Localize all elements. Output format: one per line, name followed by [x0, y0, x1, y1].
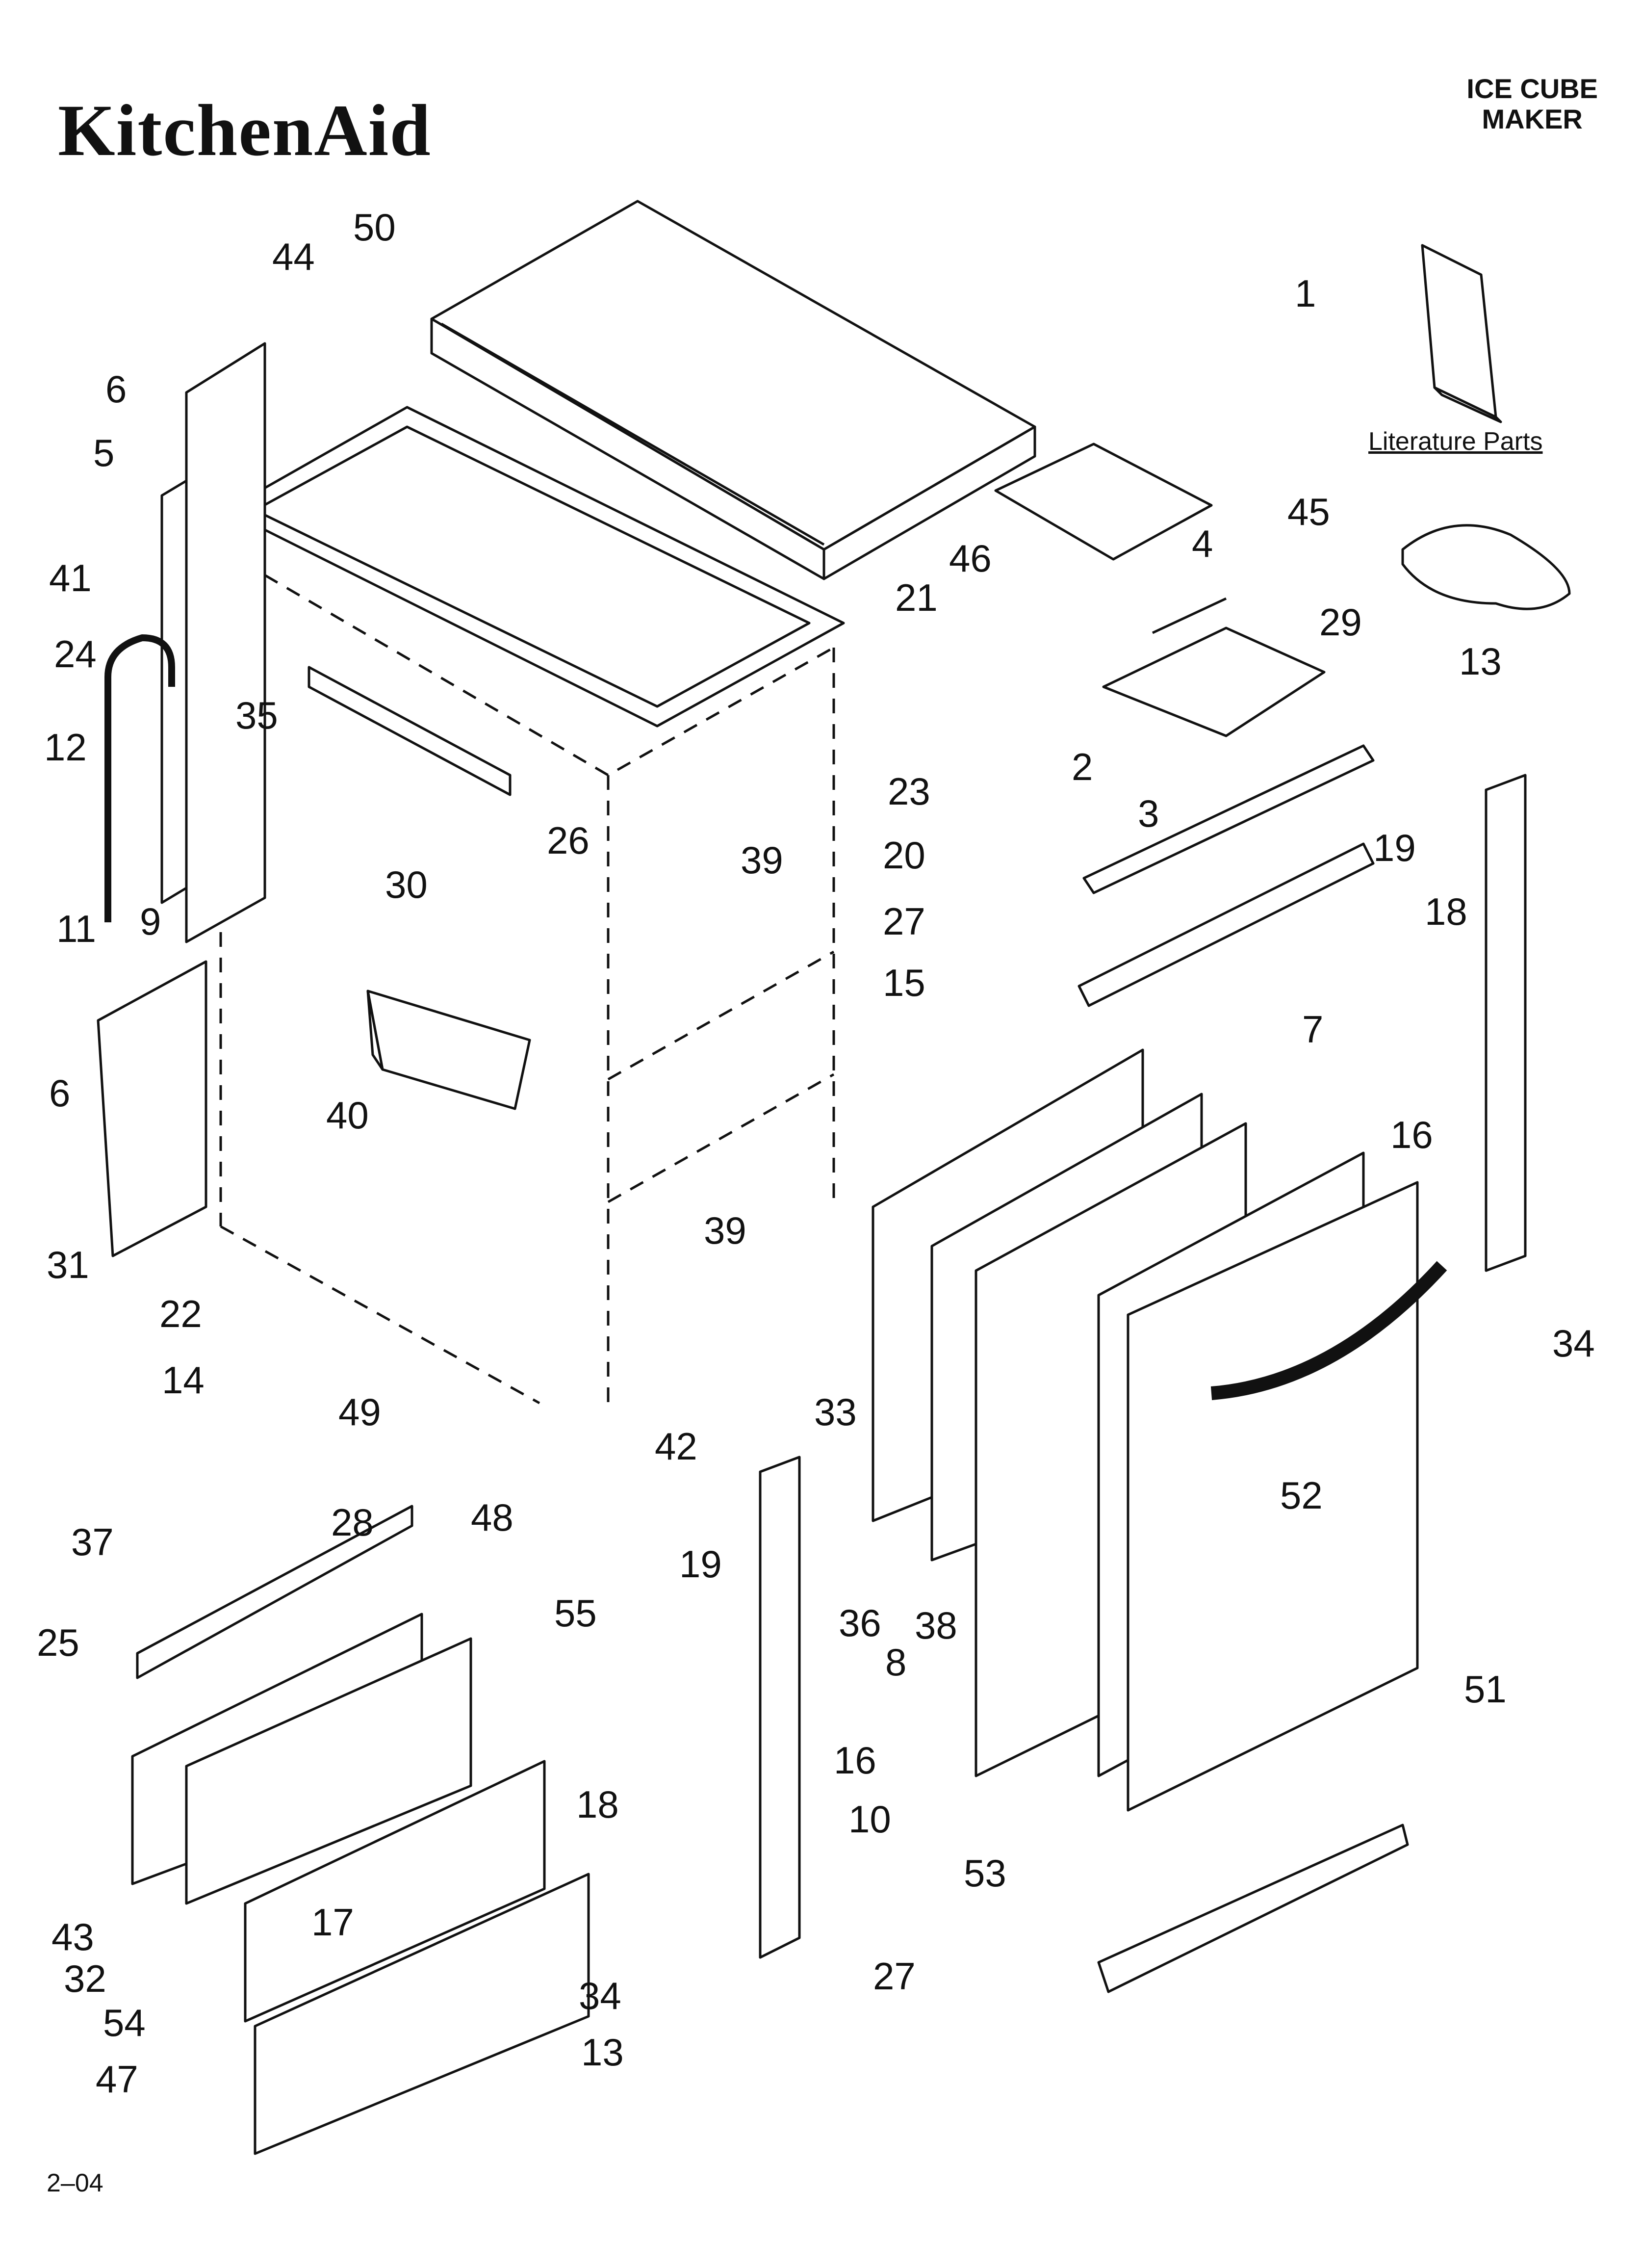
brand-logo: KitchenAid — [58, 90, 432, 171]
page-code: 2–04 — [47, 2169, 103, 2197]
top-frame — [224, 406, 845, 728]
literature-parts-label: Literature Parts — [1368, 427, 1543, 456]
callout-label: 21 — [895, 576, 938, 619]
callout-label: 23 — [888, 770, 930, 813]
callout-label: 27 — [873, 1955, 916, 1998]
rail-strip-part — [308, 666, 512, 796]
callout-label: 13 — [581, 2031, 624, 2074]
door-assembly — [872, 1048, 1447, 1812]
callout-label: 51 — [1464, 1668, 1507, 1711]
callout-label: 22 — [159, 1292, 202, 1335]
callout-label: 49 — [338, 1390, 381, 1434]
toe-kick-assembly — [131, 1505, 590, 2155]
callout-label: 45 — [1287, 490, 1330, 533]
callout-label: 8 — [885, 1641, 906, 1684]
page-title-line-2: MAKER — [1482, 104, 1583, 134]
callout-label: 50 — [353, 206, 396, 249]
callout-label: 35 — [235, 694, 278, 737]
callout-label: 44 — [272, 235, 315, 278]
callout-label: 34 — [1552, 1322, 1595, 1365]
callout-label: 31 — [47, 1243, 89, 1286]
right-trim-part — [1485, 774, 1527, 1272]
callout-label: 25 — [37, 1621, 79, 1664]
page-title: ICE CUBE MAKER — [1466, 74, 1598, 134]
callout-label: 2 — [1072, 745, 1093, 788]
callout-label: 37 — [71, 1520, 114, 1564]
top-cover-part — [430, 200, 1036, 580]
callout-label: 48 — [471, 1496, 513, 1539]
callout-label: 36 — [839, 1601, 881, 1644]
callout-label: 26 — [547, 819, 590, 862]
callout-labels: 50 44 6 5 41 24 12 11 9 35 30 26 39 46 2… — [37, 206, 1595, 2101]
callout-label: 16 — [1390, 1113, 1433, 1156]
callout-label: 39 — [741, 838, 783, 882]
left-side-panel — [160, 342, 266, 943]
callout-label: 5 — [93, 431, 114, 474]
callout-label: 16 — [834, 1739, 876, 1782]
callout-label: 38 — [915, 1604, 957, 1647]
bottom-rail-part — [1097, 1824, 1409, 1993]
callout-label: 27 — [883, 900, 925, 943]
callout-label: 28 — [331, 1501, 374, 1544]
drain-tube-part — [104, 634, 175, 922]
literature-booklet-part — [1421, 244, 1502, 423]
callout-label: 24 — [54, 632, 97, 676]
callout-label: 43 — [51, 1915, 94, 1958]
callout-label: 15 — [883, 961, 925, 1004]
callout-label: 13 — [1459, 640, 1502, 683]
evaporator-bracket-part — [1102, 597, 1326, 737]
callout-label: 40 — [326, 1094, 369, 1137]
callout-label: 39 — [704, 1209, 746, 1252]
callout-label: 11 — [56, 907, 96, 950]
callout-label: 19 — [1373, 826, 1416, 869]
callout-label: 6 — [49, 1071, 70, 1115]
front-trim-part — [759, 1456, 801, 1959]
callout-label: 33 — [814, 1390, 857, 1434]
callout-label: 41 — [49, 556, 92, 600]
callout-label: 4 — [1192, 522, 1213, 565]
callout-label: 42 — [655, 1425, 697, 1468]
insulation-sheet-part — [994, 443, 1213, 561]
callout-label: 10 — [848, 1798, 891, 1841]
callout-label: 18 — [1425, 890, 1467, 933]
tray-part — [366, 990, 531, 1110]
callout-label: 54 — [103, 2001, 146, 2044]
callout-label: 46 — [949, 537, 992, 580]
door-handle-part — [1210, 1261, 1447, 1400]
callout-label: 52 — [1280, 1474, 1323, 1517]
callout-label: 7 — [1302, 1008, 1323, 1051]
callout-label: 6 — [105, 367, 127, 411]
callout-label: 12 — [44, 726, 87, 769]
back-panel-part — [97, 960, 207, 1257]
callout-label: 53 — [964, 1851, 1006, 1895]
page-title-line-1: ICE CUBE — [1466, 73, 1598, 104]
callout-label: 34 — [579, 1974, 621, 2017]
hinge-strip-part — [1078, 744, 1375, 1007]
callout-label: 17 — [311, 1901, 354, 1944]
callout-label: 47 — [96, 2058, 138, 2101]
callout-label: 29 — [1319, 600, 1362, 644]
callout-label: 32 — [64, 1957, 106, 2000]
callout-label: 14 — [162, 1358, 205, 1402]
callout-label: 55 — [554, 1591, 597, 1635]
callout-label: 9 — [140, 900, 161, 943]
callout-label: 1 — [1295, 272, 1316, 315]
callout-label: 3 — [1138, 792, 1159, 835]
callout-label: 19 — [679, 1542, 722, 1586]
cover-part — [1401, 524, 1571, 610]
callout-label: 18 — [576, 1783, 619, 1826]
callout-label: 30 — [385, 863, 428, 906]
callout-label: 20 — [883, 834, 925, 877]
